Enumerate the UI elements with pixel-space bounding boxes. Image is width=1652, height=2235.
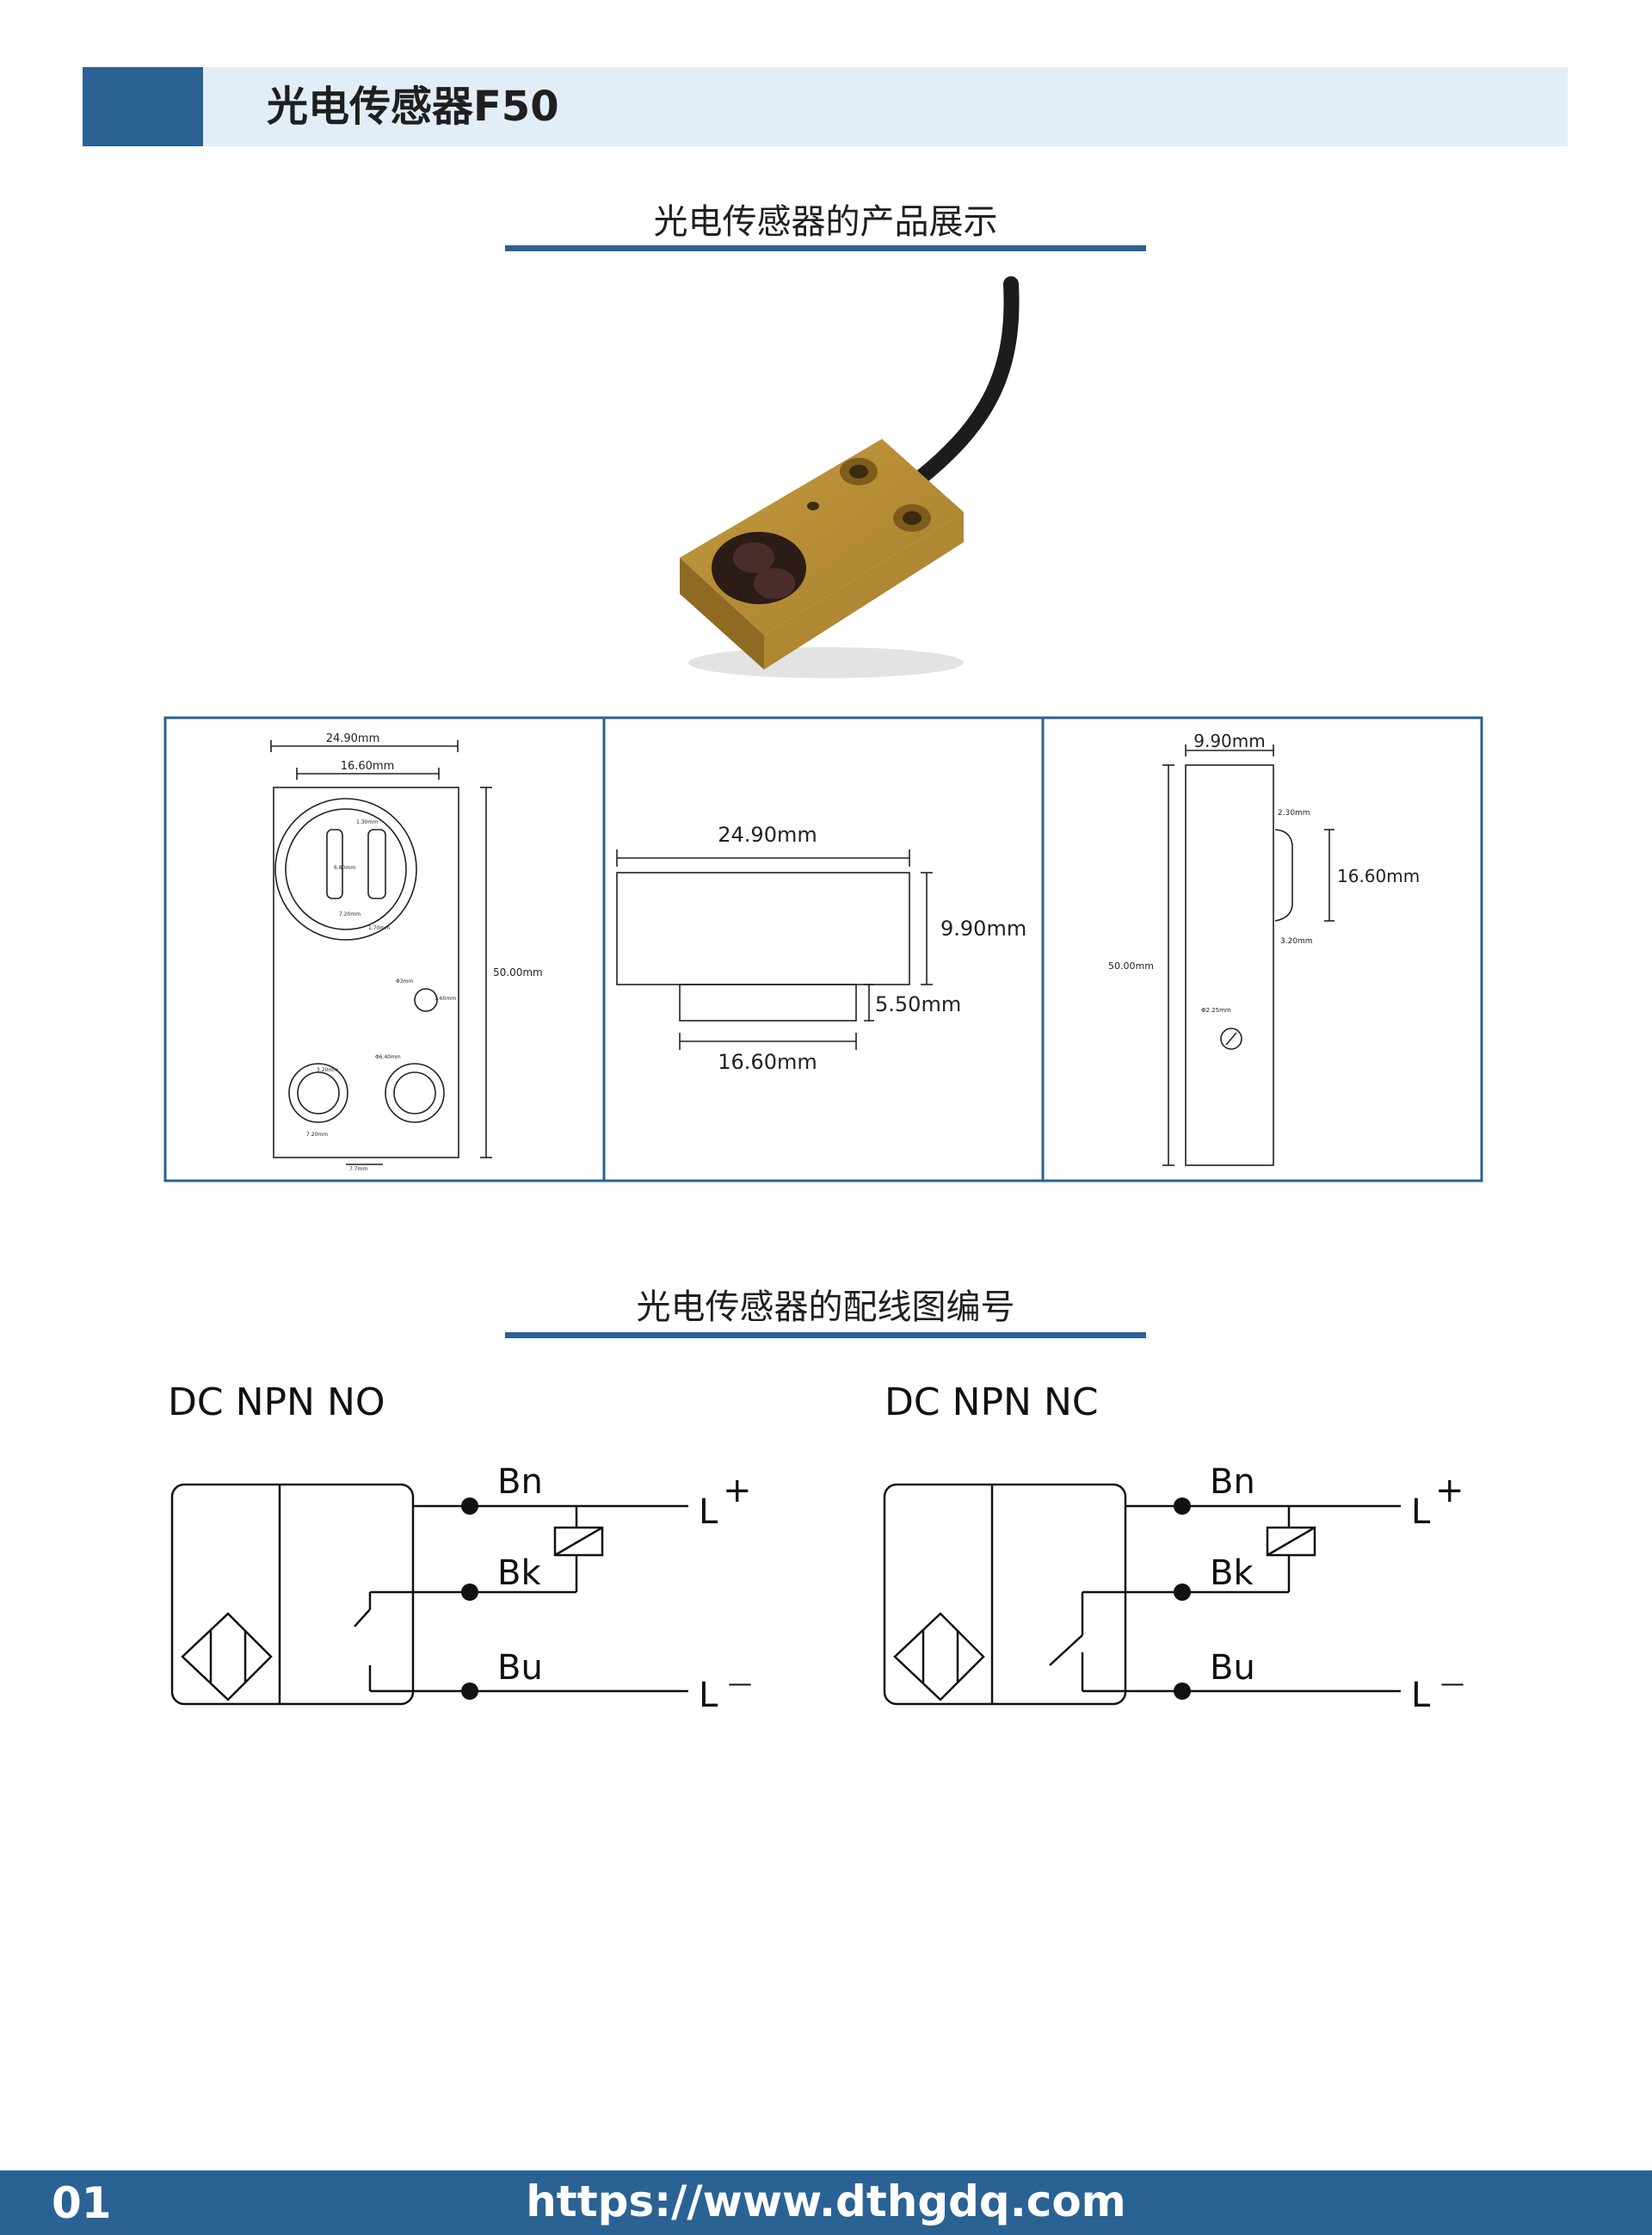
front-dim-hole-offset: 1.60mm <box>435 996 456 1002</box>
wire-label-lplus: L <box>1411 1492 1431 1532</box>
side-dim-hole: Φ2.25mm <box>1201 1007 1231 1014</box>
front-dim-d: 1.70mm <box>368 925 390 931</box>
side-dim-lens-bottom: 3.20mm <box>1280 937 1313 946</box>
product-section-title: 光电传感器的产品展示 <box>653 202 998 242</box>
front-dim-f: 7.20mm <box>306 1132 328 1138</box>
wiring-diagram-no: Bn Bk Bu L + L — <box>170 1462 752 1708</box>
top-view-drawing <box>616 849 933 1050</box>
wire-label-plus: + <box>723 1471 752 1510</box>
top-dim-width-total: 24.90mm <box>718 823 817 847</box>
front-dim-h: 7.7mm <box>349 1166 367 1172</box>
wire-label-bn: Bn <box>1210 1462 1255 1502</box>
front-dim-a: 1.30mm <box>356 819 378 825</box>
page-number: 01 <box>52 2178 112 2228</box>
dimension-drawings: 24.90mm 16.60mm 50.00mm 1.30mm 6.80mm 7.… <box>163 716 1483 1182</box>
wire-label-plus: + <box>1435 1471 1464 1510</box>
side-dim-lens-length: 16.60mm <box>1337 866 1420 886</box>
front-dim-width-total: 24.90mm <box>326 732 380 745</box>
front-view-drawing <box>270 740 492 1165</box>
wire-label-minus: — <box>1440 1669 1464 1697</box>
side-dim-width: 9.90mm <box>1193 731 1266 751</box>
front-dim-width-lens: 16.60mm <box>341 760 395 773</box>
top-dim-lens-height: 5.50mm <box>875 992 961 1016</box>
front-dim-e: 3.20mm <box>317 1067 338 1073</box>
front-dim-g: Φ6.40mm <box>375 1054 401 1060</box>
product-photo <box>680 276 1020 678</box>
wiring-nc-title: DC NPN NC <box>885 1380 1099 1424</box>
side-dim-lens-top: 2.30mm <box>1278 809 1310 818</box>
wiring-section-rule <box>505 1332 1146 1338</box>
header-accent-block <box>83 67 203 146</box>
side-dim-length: 50.00mm <box>1108 960 1154 972</box>
wire-label-minus: — <box>728 1669 752 1697</box>
wire-label-bk: Bk <box>1210 1553 1254 1593</box>
footer-bar <box>0 2170 1652 2235</box>
top-dim-height: 9.90mm <box>940 917 1026 941</box>
front-dim-length: 50.00mm <box>493 966 543 979</box>
front-dim-c: 7.20mm <box>339 911 361 917</box>
wiring-diagram-nc: Bn Bk Bu L + L — <box>883 1462 1464 1708</box>
header-bar <box>203 67 1568 146</box>
front-dim-hole: Φ3mm <box>396 979 413 985</box>
website-link[interactable]: https://www.dthgdq.com <box>526 2176 1126 2226</box>
top-dim-lens-width: 16.60mm <box>718 1050 817 1074</box>
page-title: 光电传感器F50 <box>267 83 559 131</box>
wire-label-bn: Bn <box>497 1462 543 1502</box>
wire-label-bu: Bu <box>1210 1648 1255 1688</box>
wire-label-bk: Bk <box>497 1553 541 1593</box>
wire-label-lminus: L <box>1411 1676 1431 1708</box>
wire-label-bu: Bu <box>497 1648 543 1688</box>
wiring-no-title: DC NPN NO <box>168 1380 385 1424</box>
front-dim-b: 6.80mm <box>334 865 355 871</box>
side-view-drawing <box>1162 744 1335 1166</box>
wiring-section-title: 光电传感器的配线图编号 <box>636 1287 1015 1327</box>
product-section-rule <box>505 245 1146 251</box>
wire-label-lminus: L <box>699 1676 718 1708</box>
wire-label-lplus: L <box>699 1492 718 1532</box>
